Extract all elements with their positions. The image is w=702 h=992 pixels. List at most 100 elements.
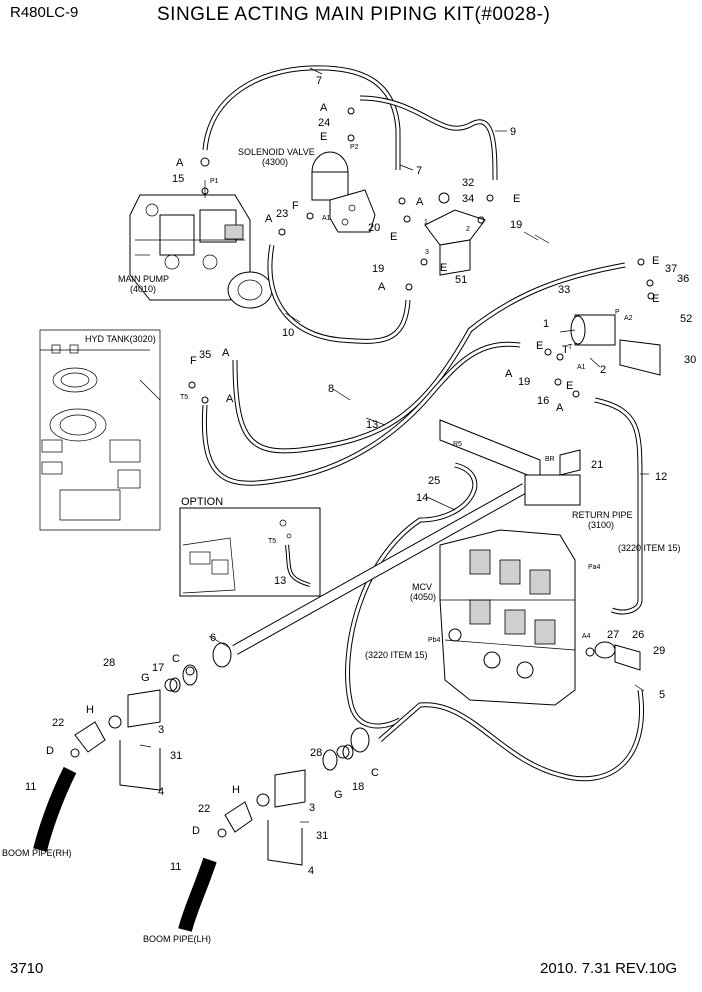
callouts: 7 A 24 E 9 A 15 7 32 A 34 E 20 19 E F 23…: [25, 75, 696, 877]
callout: E: [440, 262, 447, 274]
port-label: A2: [624, 315, 633, 322]
callout: 35: [199, 349, 211, 361]
callout: 34: [462, 193, 474, 205]
fitting-blocks: [74, 209, 661, 866]
callout: E: [652, 293, 659, 305]
callout: 10: [282, 327, 294, 339]
callout: 11: [170, 861, 181, 873]
callout: E: [390, 231, 397, 243]
callout: 13: [366, 419, 378, 431]
port-label: A4: [582, 633, 591, 640]
callout: 36: [677, 273, 689, 285]
callout: 8: [328, 383, 334, 395]
return-pipe-label: RETURN PIPE: [572, 510, 633, 520]
callout: E: [536, 340, 543, 352]
main-pump-label: MAIN PUMP: [118, 274, 169, 284]
leader-lines: [139, 67, 649, 823]
port-label: P2: [350, 144, 359, 151]
callout: 19: [372, 263, 384, 275]
page-title: SINGLE ACTING MAIN PIPING KIT(#0028-): [157, 4, 551, 25]
callout: 3: [158, 724, 164, 736]
callout: A: [176, 157, 184, 169]
callout: 2: [600, 364, 606, 376]
callout: 4: [158, 786, 164, 798]
solenoid-valve-drawing: [311, 151, 376, 233]
port-label: 1: [424, 219, 428, 226]
callout: A: [378, 281, 386, 293]
port-label: T5: [180, 394, 188, 401]
callout: 52: [680, 313, 692, 325]
mcv-label: MCV: [412, 582, 432, 592]
callout: D: [46, 745, 54, 757]
callout: A: [556, 402, 564, 414]
item15-right-label: (3220 ITEM 15): [618, 543, 681, 553]
callout: G: [141, 672, 150, 684]
hose-lines: [33, 65, 644, 932]
page-number: 3710: [10, 960, 44, 977]
callout: F: [190, 355, 197, 367]
callout: 29: [653, 645, 665, 657]
port-label: 2: [466, 226, 470, 233]
callout: 13: [274, 575, 286, 587]
port-label: P: [615, 309, 620, 316]
main-pump-drawing: [129, 180, 273, 309]
option-box: [179, 507, 321, 597]
callout: C: [371, 767, 379, 779]
return-pipe-number: (3100): [588, 520, 614, 530]
callout: 7: [416, 165, 422, 177]
port-label: T5: [268, 538, 276, 545]
callout: 4: [308, 865, 314, 877]
callout: 19: [510, 219, 522, 231]
revision-date: 2010. 7.31 REV.10G: [540, 960, 678, 977]
callout: 7: [316, 75, 322, 87]
callout: A: [226, 393, 234, 405]
solenoid-valve-label: SOLENOID VALVE: [238, 147, 315, 157]
callout: 11: [25, 781, 36, 793]
callout: 23: [276, 208, 288, 220]
callout: 17: [152, 662, 164, 674]
port-label: T: [568, 344, 573, 351]
callout: 16: [537, 395, 549, 407]
callout: 3: [309, 802, 315, 814]
port-labels: P1 P2 A1 T5 T5 R5 BR Pa4 Pb4 A4 P A2 T A…: [180, 144, 633, 644]
callout: 22: [52, 717, 64, 729]
callout: 27: [607, 629, 619, 641]
callout: A: [505, 368, 513, 380]
mcv-number: (4050): [410, 592, 436, 602]
hyd-tank-label: HYD TANK(3020): [85, 334, 156, 344]
port-label: 3: [425, 249, 429, 256]
port-label: A1: [577, 364, 586, 371]
callout: E: [566, 380, 573, 392]
callout: 6: [210, 632, 216, 644]
callout: 37: [665, 263, 677, 275]
callout: C: [172, 653, 180, 665]
callout: 51: [455, 274, 467, 286]
port-label: R5: [453, 441, 462, 448]
port-label: Pa4: [588, 564, 601, 571]
hyd-tank-drawing: [39, 329, 161, 531]
o-rings: [70, 107, 655, 838]
port-label: Pb4: [428, 637, 441, 644]
callout: 22: [198, 803, 210, 815]
callout: 31: [316, 830, 328, 842]
callout: E: [652, 255, 659, 267]
callout: H: [86, 704, 94, 716]
item15-left-label: (3220 ITEM 15): [365, 650, 428, 660]
solenoid-valve-number: (4300): [262, 157, 288, 167]
callout: F: [292, 200, 299, 212]
port-label: P1: [210, 178, 219, 185]
callout: H: [232, 784, 240, 796]
callout: 19: [518, 376, 530, 388]
boom-pipe-rh-label: BOOM PIPE(RH): [2, 848, 72, 858]
callout: 28: [103, 657, 115, 669]
callout: D: [192, 825, 200, 837]
callout: 5: [659, 689, 665, 701]
model-number: R480LC-9: [10, 4, 79, 21]
callout: 20: [368, 222, 380, 234]
callout: 26: [632, 629, 644, 641]
boom-pipe-lh-label: BOOM PIPE(LH): [143, 934, 211, 944]
mcv-drawing: [439, 419, 581, 706]
callout: 31: [170, 750, 182, 762]
callout: T: [562, 344, 569, 356]
